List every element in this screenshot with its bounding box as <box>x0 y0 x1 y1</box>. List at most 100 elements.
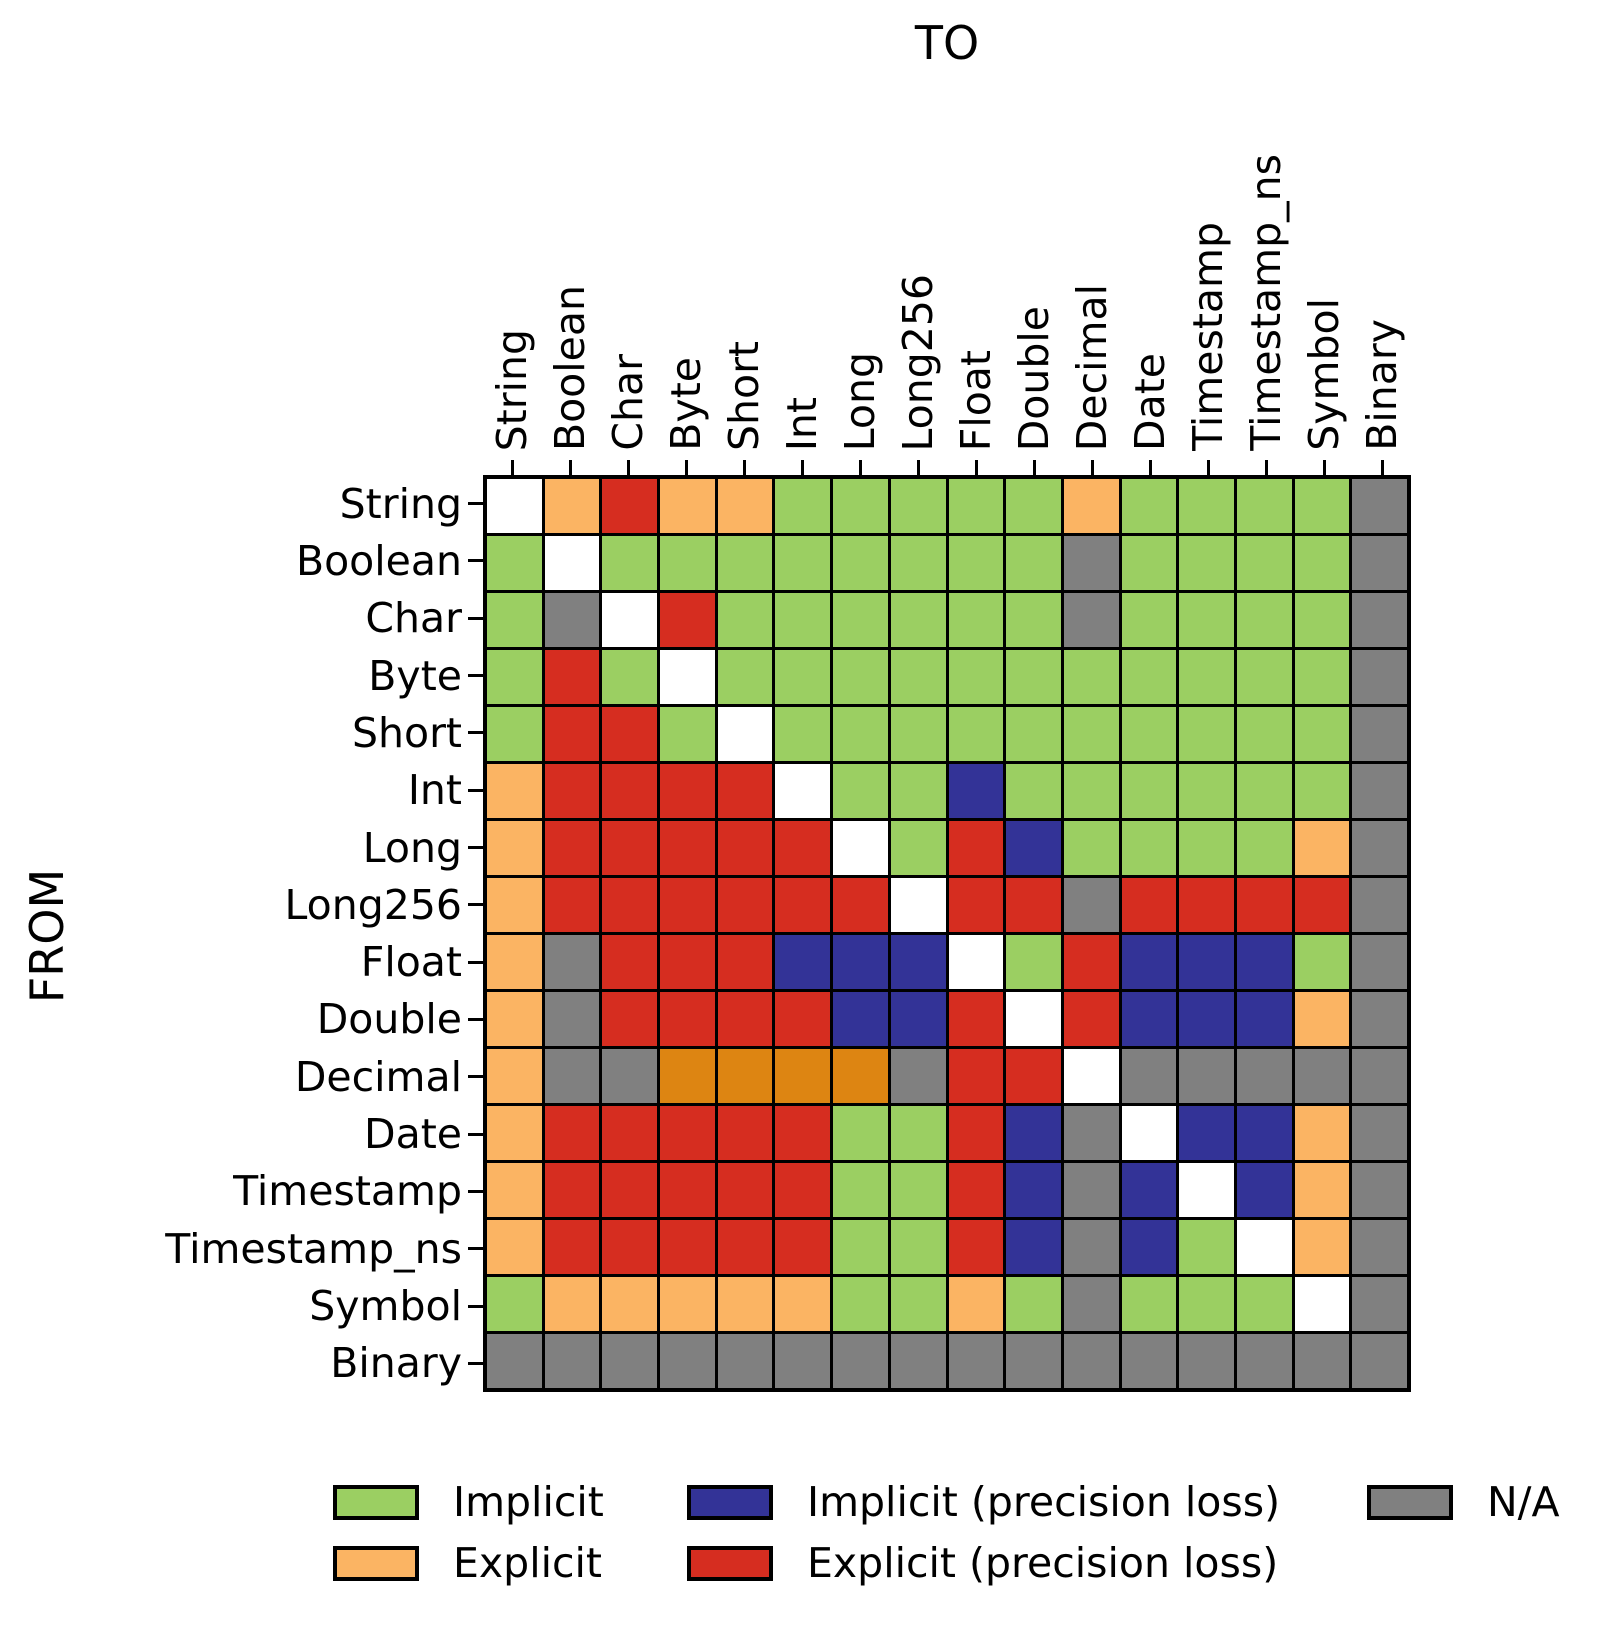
matrix-cell <box>1236 992 1292 1046</box>
matrix-cell <box>833 1277 888 1331</box>
matrix-cell <box>1352 1220 1407 1274</box>
matrix-cell <box>660 536 715 590</box>
matrix-cell <box>1236 593 1292 647</box>
x-tick <box>1264 460 1268 475</box>
y-tick-label: Double <box>316 995 462 1044</box>
matrix-cell <box>544 764 600 818</box>
matrix-cell <box>948 536 1004 590</box>
matrix-cell <box>948 878 1004 932</box>
matrix-cell <box>602 935 658 989</box>
matrix-cell <box>1179 1334 1234 1388</box>
matrix-cell <box>717 479 773 533</box>
matrix-cell <box>1121 935 1177 989</box>
matrix-cell <box>544 821 600 875</box>
matrix-cell <box>1179 935 1234 989</box>
matrix-cell <box>544 479 600 533</box>
matrix-cell <box>948 1277 1004 1331</box>
matrix-cell <box>717 935 773 989</box>
matrix-cell <box>1352 764 1407 818</box>
y-tick-label: Int <box>407 766 462 815</box>
matrix-cell <box>1121 536 1177 590</box>
matrix-cell <box>1294 878 1350 932</box>
matrix-cell <box>487 1220 542 1274</box>
matrix-cell <box>890 707 946 761</box>
legend-label: Implicit (precision loss) <box>807 1478 1281 1526</box>
legend-swatch <box>687 1485 773 1520</box>
matrix-cell <box>1063 593 1119 647</box>
matrix-cell <box>1352 821 1407 875</box>
matrix-cell <box>660 821 715 875</box>
matrix-cell <box>487 707 542 761</box>
matrix-cell <box>1294 935 1350 989</box>
matrix-cell <box>1063 1049 1119 1103</box>
matrix-cell <box>717 1163 773 1217</box>
matrix-cell <box>775 935 831 989</box>
matrix-cell <box>833 878 888 932</box>
matrix-cell <box>775 764 831 818</box>
matrix-cell <box>833 1049 888 1103</box>
matrix-cell <box>602 479 658 533</box>
matrix-cell <box>1006 1277 1061 1331</box>
x-tick-label: String <box>488 328 536 451</box>
matrix-cell <box>1236 1334 1292 1388</box>
matrix-cell <box>1294 1049 1350 1103</box>
matrix-cell <box>1006 1106 1061 1160</box>
matrix-cell <box>1063 650 1119 704</box>
matrix-cell <box>833 650 888 704</box>
matrix-cell <box>717 1334 773 1388</box>
matrix-cell <box>948 707 1004 761</box>
x-tick-label: Long256 <box>894 273 942 451</box>
matrix-cell <box>1179 878 1234 932</box>
x-tick-label: Date <box>1126 353 1174 451</box>
matrix-cell <box>1006 707 1061 761</box>
matrix-cell <box>1352 878 1407 932</box>
matrix-cell <box>1121 479 1177 533</box>
x-tick-label: Binary <box>1358 319 1406 451</box>
y-tick <box>468 1189 483 1193</box>
y-tick <box>468 903 483 907</box>
y-tick-label: String <box>339 479 462 528</box>
matrix-cell <box>775 479 831 533</box>
matrix-cell <box>1179 821 1234 875</box>
legend-swatch <box>1367 1485 1453 1520</box>
matrix-cell <box>948 479 1004 533</box>
matrix-cell <box>1352 935 1407 989</box>
matrix-cell <box>1006 1220 1061 1274</box>
x-tick <box>974 460 978 475</box>
matrix-cell <box>1063 764 1119 818</box>
x-tick-label: Int <box>778 396 826 451</box>
x-tick <box>510 460 514 475</box>
x-tick <box>742 460 746 475</box>
matrix-cell <box>1121 878 1177 932</box>
y-tick <box>468 1361 483 1365</box>
matrix-cell <box>1063 821 1119 875</box>
matrix-cell <box>1294 650 1350 704</box>
matrix-cell <box>775 1163 831 1217</box>
matrix-cell <box>1006 536 1061 590</box>
matrix-cell <box>544 1277 600 1331</box>
matrix-cell <box>948 1049 1004 1103</box>
x-tick <box>1206 460 1210 475</box>
matrix-cell <box>1006 479 1061 533</box>
matrix-cell <box>890 1163 946 1217</box>
legend-label: Explicit (precision loss) <box>807 1539 1279 1587</box>
matrix-cell <box>1006 935 1061 989</box>
matrix-cell <box>487 764 542 818</box>
matrix-cell <box>1121 1106 1177 1160</box>
legend-swatch <box>687 1546 773 1581</box>
matrix-cell <box>602 1163 658 1217</box>
y-tick <box>468 1075 483 1079</box>
matrix-cell <box>717 1049 773 1103</box>
matrix-grid <box>483 475 1411 1392</box>
matrix-cell <box>487 650 542 704</box>
matrix-cell <box>487 479 542 533</box>
matrix-cell <box>1236 650 1292 704</box>
matrix-cell <box>1121 992 1177 1046</box>
matrix-cell <box>602 1220 658 1274</box>
y-tick <box>468 559 483 563</box>
matrix-cell <box>602 650 658 704</box>
matrix-cell <box>775 821 831 875</box>
y-tick <box>468 1247 483 1251</box>
matrix-cell <box>544 536 600 590</box>
